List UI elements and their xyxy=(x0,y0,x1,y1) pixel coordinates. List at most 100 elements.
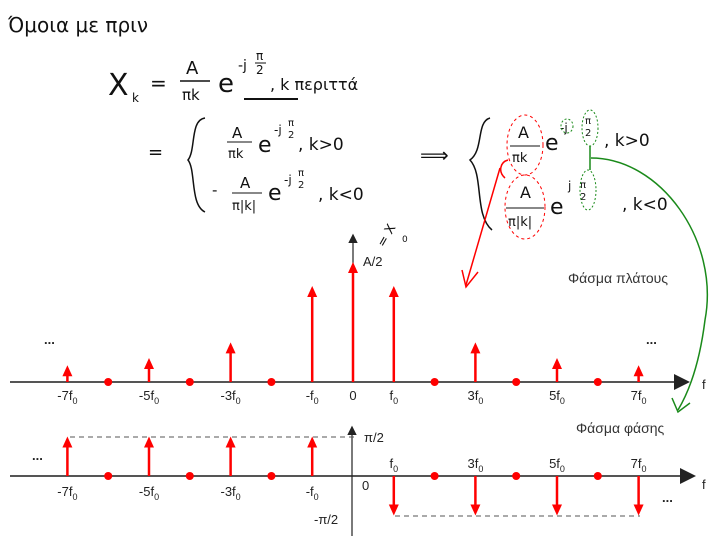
den: πk xyxy=(228,147,244,162)
cases-equals: = xyxy=(148,142,163,163)
zero-amplitude-dot xyxy=(104,378,113,386)
num: A xyxy=(520,183,531,202)
eq-lhs-sub: k xyxy=(132,91,139,105)
num: A xyxy=(232,124,243,142)
amplitude-impulse xyxy=(470,342,481,382)
equation-xk: X k = A πk e -j π 2 , k περιττά xyxy=(108,49,358,105)
eq-lhs: X xyxy=(108,68,129,103)
amp-ellipsis-right: ... xyxy=(646,332,657,347)
tick-label: 7f0 xyxy=(631,456,647,474)
exp-den: 2 xyxy=(585,128,591,139)
zero-phase-dot xyxy=(430,472,439,480)
condition: , k>0 xyxy=(298,135,344,155)
zero-amplitude-dot xyxy=(267,378,276,386)
phase-impulse xyxy=(552,476,562,516)
tick-label: -f0 xyxy=(306,484,319,502)
arrowhead-icon xyxy=(62,436,73,448)
amplitude-impulse xyxy=(348,262,358,382)
amplitude-impulse xyxy=(307,286,318,382)
exp-num: π xyxy=(580,180,586,191)
arrowhead-icon xyxy=(348,262,358,273)
exp-den: 2 xyxy=(298,180,304,191)
phase-impulse xyxy=(633,476,644,516)
arrowhead-icon xyxy=(62,365,73,377)
phase-spectrum-plot: π/2 -π/2 0 f Φάσμα φάσης ... ... -7f0-5f… xyxy=(10,420,706,536)
tick-label: -3f0 xyxy=(221,484,241,502)
phase-impulse xyxy=(225,436,236,476)
neg-phase-label: -π/2 xyxy=(314,512,338,527)
r-case-negative: A π|k| e j π 2 , k<0 xyxy=(506,179,668,230)
tick-label: 5f0 xyxy=(549,388,565,406)
den: πk xyxy=(512,151,528,166)
arrowhead-icon xyxy=(470,504,481,516)
tick-label: f0 xyxy=(389,388,398,406)
exp: j xyxy=(567,179,571,193)
case-positive: A πk e -j π 2 , k>0 xyxy=(227,118,344,162)
amplitude-impulse xyxy=(552,358,562,382)
exp: -j xyxy=(274,123,282,137)
phase-ellipsis-left: ... xyxy=(32,448,43,463)
zero-phase-dot xyxy=(267,472,276,480)
exp-num: π xyxy=(585,116,591,127)
condition: , k>0 xyxy=(604,131,650,151)
r-case-positive: A πk e -j π 2 , k>0 xyxy=(510,116,650,166)
magnitude-circle-pos xyxy=(506,114,544,176)
phase-impulse xyxy=(144,436,154,476)
x0-note-sub: 0 xyxy=(402,235,408,245)
zero-amplitude-dot xyxy=(512,378,521,386)
tick-label: -7f0 xyxy=(57,484,77,502)
eq-condition: , k περιττά xyxy=(270,75,358,94)
eq-equals: = xyxy=(150,71,167,95)
tick-label: -5f0 xyxy=(139,388,159,406)
phase-annotation-arrow xyxy=(589,146,708,411)
amplitude-impulse xyxy=(388,286,399,382)
arrowhead-icon xyxy=(461,269,479,289)
zero-amplitude-dot xyxy=(593,378,602,386)
phase-impulse xyxy=(388,476,399,516)
e: e xyxy=(258,133,272,158)
amp-axis-label: f xyxy=(702,377,706,392)
zero-phase-dot xyxy=(512,472,521,480)
arrowhead-icon xyxy=(552,504,562,516)
left-brace xyxy=(187,117,206,213)
zero-phase-dot xyxy=(104,472,113,480)
phase-origin-label: 0 xyxy=(362,478,369,493)
tick-label: 3f0 xyxy=(467,388,483,406)
amp-ellipsis-left: ... xyxy=(44,332,55,347)
sign: - xyxy=(212,181,217,199)
tick-label: 0 xyxy=(349,388,356,403)
slide-title: Όμοια με πριν xyxy=(7,13,148,37)
arrowhead-icon xyxy=(307,436,318,448)
num: A xyxy=(518,123,529,142)
den: π|k| xyxy=(508,215,532,230)
phase-title: Φάσμα φάσης xyxy=(576,420,665,436)
arrowhead-icon xyxy=(552,358,562,369)
amplitude-impulse xyxy=(225,342,236,382)
case-negative: - A π|k| e -j π 2 , k<0 xyxy=(212,168,364,214)
tick-label: -5f0 xyxy=(139,484,159,502)
num: A xyxy=(240,174,251,192)
exp: -j xyxy=(284,173,292,187)
e: e xyxy=(550,195,564,220)
amplitude-spectrum-plot: f A/2 = X 0 Φάσμα πλάτους ... ... -7f0-5… xyxy=(10,222,706,406)
zero-amplitude-dot xyxy=(185,378,194,386)
arrowhead-icon xyxy=(144,358,154,369)
phase-ellipsis-right: ... xyxy=(662,490,673,505)
phase-impulse xyxy=(470,476,481,516)
exp-num: π xyxy=(288,118,294,129)
zero-phase-dot xyxy=(593,472,602,480)
amp-peak-label: A/2 xyxy=(363,254,383,269)
tick-label: -f0 xyxy=(306,388,319,406)
exp-den: 2 xyxy=(580,192,586,203)
arrowhead-icon xyxy=(225,436,236,448)
tick-label: -3f0 xyxy=(221,388,241,406)
x0-note: = X xyxy=(374,222,399,250)
eq-num: A xyxy=(186,58,199,79)
phase-impulse xyxy=(62,436,73,476)
exp: -j xyxy=(560,121,568,135)
eq-den: πk xyxy=(182,86,200,104)
phase-impulse xyxy=(307,436,318,476)
e: e xyxy=(545,131,559,156)
